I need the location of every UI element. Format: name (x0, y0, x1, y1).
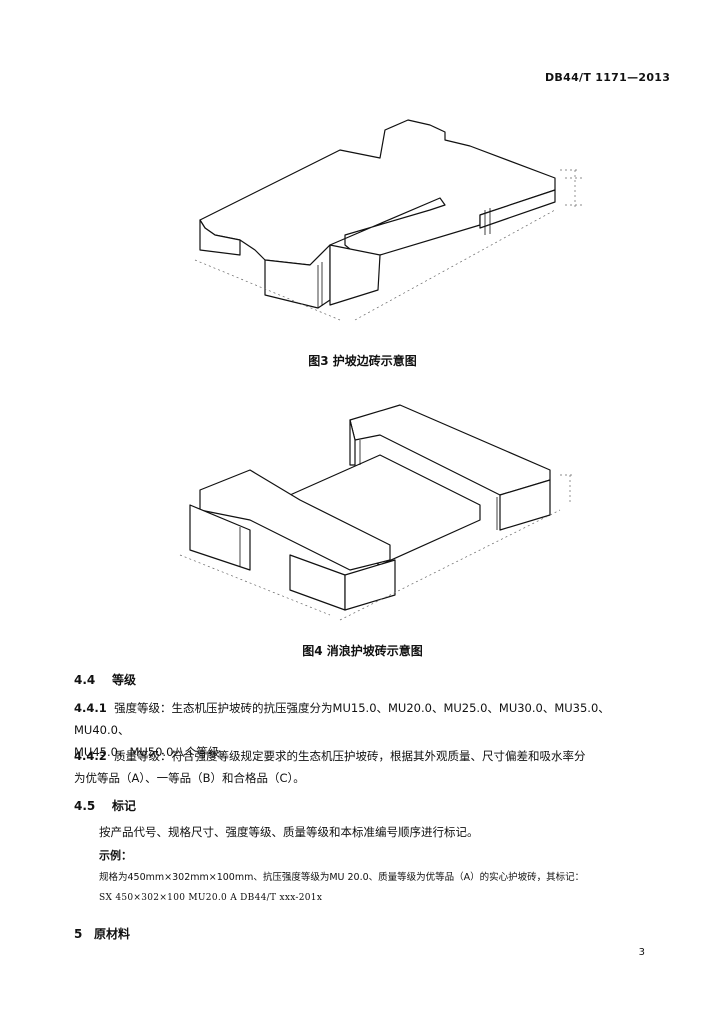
fig4-left-block (189, 504, 251, 571)
fig4-front-bar-top (199, 469, 391, 571)
fig4-right-end (499, 479, 551, 531)
fig3-top-face (199, 119, 556, 273)
section-number: 4.4 (74, 673, 96, 687)
section-title: 标记 (112, 799, 137, 813)
fig4-front-block-side (344, 559, 396, 611)
example-text: 规格为450mm×302mm×100mm、抗压强度等级为MU 20.0、质量等级… (99, 872, 585, 883)
section-title: 原材料 (94, 927, 131, 941)
example-code: SX 450×302×100 MU20.0 A DB44/T xxx-201x (99, 893, 323, 903)
standard-code: DB44/T 1171—2013 (545, 71, 671, 84)
fig4-back-bar-side (349, 419, 356, 466)
figure-4-drawing (179, 404, 575, 621)
item-4-4-1: 4.4.1 强度等级：生态机压护坡砖的抗压强度分为MU15.0、MU20.0、M… (74, 697, 664, 763)
item-text-line1: 质量等级：符合强度等级规定要求的生态机压护坡砖，根据其外观质量、尺寸偏差和吸水率… (114, 749, 586, 763)
item-text-line1: 强度等级：生态机压护坡砖的抗压强度分为MU15.0、MU20.0、MU25.0、… (74, 701, 610, 737)
item-number: 4.4.2 (74, 749, 107, 763)
figure-3-caption: 图3 护坡边砖示意图 (308, 354, 417, 368)
item-text-line2: 为优等品（A）、一等品（B）和合格品（C）。 (74, 771, 305, 785)
section-number: 4.5 (74, 799, 96, 813)
fig3-end-face (479, 189, 556, 229)
section-number: 5 (74, 927, 83, 941)
figure-3-drawing (194, 119, 585, 321)
section-5-heading: 5 原材料 (74, 925, 130, 942)
page-number: 3 (638, 947, 645, 958)
marking-body: 按产品代号、规格尺寸、强度等级、质量等级和本标准编号顺序进行标记。 (99, 825, 479, 839)
section-4-5-heading: 4.5 标记 (74, 797, 136, 814)
section-title: 等级 (112, 673, 137, 687)
item-4-4-2: 4.4.2 质量等级：符合强度等级规定要求的生态机压护坡砖，根据其外观质量、尺寸… (74, 745, 664, 789)
item-number: 4.4.1 (74, 701, 107, 715)
example-label: 示例： (99, 849, 132, 862)
fig3-front-face (199, 219, 241, 256)
section-4-4-heading: 4.4 等级 (74, 671, 136, 688)
fig3-right-face (329, 244, 381, 306)
item-text-line2: MU45.0、MU50.0八个等级。 (74, 745, 231, 759)
figure-4-caption: 图4 消浪护坡砖示意图 (302, 644, 423, 658)
